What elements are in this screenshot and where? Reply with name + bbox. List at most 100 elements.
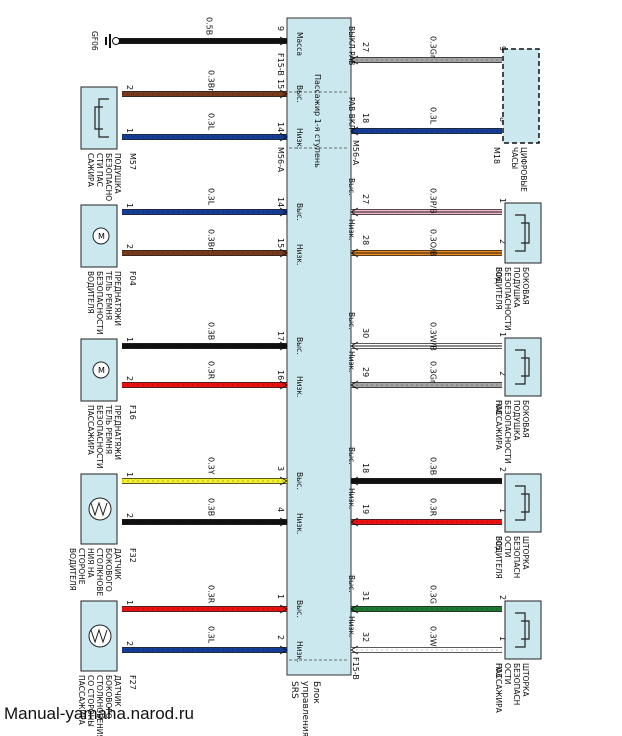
ecu-pin-arrow (350, 604, 359, 614)
ecu-pin-label: Выс. (295, 337, 304, 355)
component-name: ДАТЧИК (113, 548, 122, 580)
ecu-pin-number: 17 (276, 331, 285, 341)
ecu-pin-arrow (350, 55, 359, 65)
component-pin-number: 2 (125, 641, 134, 646)
ecu-pin-number: 29 (361, 367, 370, 377)
wire-gauge-label: 0.3Gr (429, 361, 438, 384)
ecu-pin-number: 27 (361, 194, 370, 204)
ecu-pin-arrow (279, 604, 288, 614)
component-name: СТОЛКНОВЕ (95, 548, 104, 596)
component-name: СТОЛКНОВЕНИЯ (95, 675, 104, 736)
ecu-pin-number: 9 (276, 26, 285, 31)
ecu-pin-number: 15 (276, 238, 285, 248)
ecu-pin-number: 27 (361, 42, 370, 52)
component-name: ОСТИ (503, 536, 512, 557)
wire-gauge-label: 0.3Gr (429, 36, 438, 59)
ecu-pin-number: 19 (361, 504, 370, 514)
ecu-pin-number: 3 (276, 466, 285, 471)
component-pretensioner: M (80, 338, 118, 402)
wire-gauge-label: 0.3R (207, 361, 216, 380)
component-name: СО СТОРОНЫ (86, 675, 95, 727)
wire-gauge-label: 0.3L (429, 107, 438, 125)
component-pin-number: 1 (125, 128, 134, 133)
ecu-pin-label: Низк. (347, 488, 356, 509)
ecu-pin-label: Низк. (295, 244, 304, 265)
component-pin-number: 2 (125, 85, 134, 90)
component-pin-number: 1 (125, 600, 134, 605)
ecu-pin-label: Выс. (347, 312, 356, 330)
motor-letter: M (98, 232, 105, 241)
ground-code: GF06 (90, 31, 99, 51)
component-airbag (504, 473, 542, 533)
component-pin-number: 1 (498, 332, 507, 337)
component-name: СТИ ПАС (95, 153, 104, 187)
ecu-pin-number: 32 (361, 632, 370, 642)
ecu-pin-arrow (350, 207, 359, 217)
sensor-symbol (88, 624, 112, 648)
component-code: F03 (494, 663, 503, 678)
wire-gauge-label: 0.3Br (207, 229, 216, 251)
wire-gauge-label: 0.5B (205, 17, 214, 35)
sensor-zigzag (90, 628, 108, 644)
component-name: БОКОВОГО (104, 675, 113, 719)
wire-gauge-label: 0.3B (207, 322, 216, 340)
ecu-pin-number: 1 (276, 594, 285, 599)
ecu-pin-arrow (350, 645, 359, 655)
motor-symbol (92, 227, 110, 245)
component-name: ВОДИТЕЛЯ (494, 536, 503, 579)
ecu-label-2: управления (300, 681, 310, 736)
ecu-connector-code: F15-B (351, 657, 360, 680)
watermark: Manual-yamaha.narod.ru (4, 704, 194, 723)
component-name: БЕЗОПАСНО (104, 153, 113, 201)
ecu-pin-arrow (279, 36, 288, 46)
component-name: БЕЗОПАСН (512, 536, 521, 578)
component-pin-number: 2 (498, 371, 507, 376)
ecu-pin-label: Низк. (295, 513, 304, 534)
ground-symbol (105, 34, 120, 48)
ecu-pin-label: Низк. (347, 351, 356, 372)
wire-gauge-label: 0.3Y (207, 457, 216, 475)
component-pin-number: 8 (498, 117, 507, 122)
ecu-pin-number: 18 (361, 463, 370, 473)
wire-gauge-label: 0.3L (207, 113, 216, 131)
airbag-symbol (515, 349, 530, 385)
component-name: БОКОВАЯ (521, 400, 530, 438)
ecu-pin-label: ВЫКЛ PAB (347, 26, 356, 65)
ecu-pin-arrow (279, 248, 288, 258)
component-name: ПАССАЖИРА (77, 675, 86, 726)
component-body (504, 600, 542, 660)
component-name: ОСТИ (503, 663, 512, 684)
ecu-pin-label: Низк. (295, 376, 304, 397)
component-name: ТЕЛЬ РЕМНЯ (104, 404, 113, 454)
ecu-pin-label: Выс. (295, 85, 304, 103)
component-name: ЧАСЫ (510, 147, 519, 169)
component-body (504, 337, 542, 397)
component-pin-number: 2 (125, 376, 134, 381)
component-name: ПАССАЖИРА (494, 400, 503, 451)
airbag-symbol (515, 214, 530, 252)
wire-gauge-label: 0.3G (429, 585, 438, 604)
ecu-pin-number: 2 (276, 635, 285, 640)
motor-symbol (92, 361, 110, 379)
ecu-pin-arrow (279, 207, 288, 217)
component-pin-number: 2 (125, 513, 134, 518)
ecu-pin-arrow (279, 476, 288, 486)
component-name: САЖИРА (86, 153, 95, 188)
ecu-label-3: SRS (289, 681, 299, 699)
wire-gauge-label: 0.3L (207, 626, 216, 644)
component-name: ПАССАЖИРА (86, 405, 95, 456)
component-clock (502, 48, 540, 144)
motor-letter: M (98, 366, 105, 375)
ecu-pin-arrow (279, 645, 288, 655)
component-name: ВОДИТЕЛЯ (68, 548, 77, 591)
ecu-pin-label: PAB ВКЛ (347, 97, 356, 130)
wire-gauge-label: 0.3B (207, 498, 216, 516)
component-pin-number: 2 (498, 595, 507, 600)
component-name: ВОДИТЕЛЯ (86, 271, 95, 314)
component-pin-number: 2 (125, 244, 134, 249)
ecu-pin-number: 31 (361, 591, 370, 601)
component-code: F06 (494, 267, 503, 282)
wire-gauge-label: 0.3R (429, 498, 438, 517)
ecu-pin-arrow (279, 380, 288, 390)
component-name: ПОДУШКА (512, 400, 521, 441)
